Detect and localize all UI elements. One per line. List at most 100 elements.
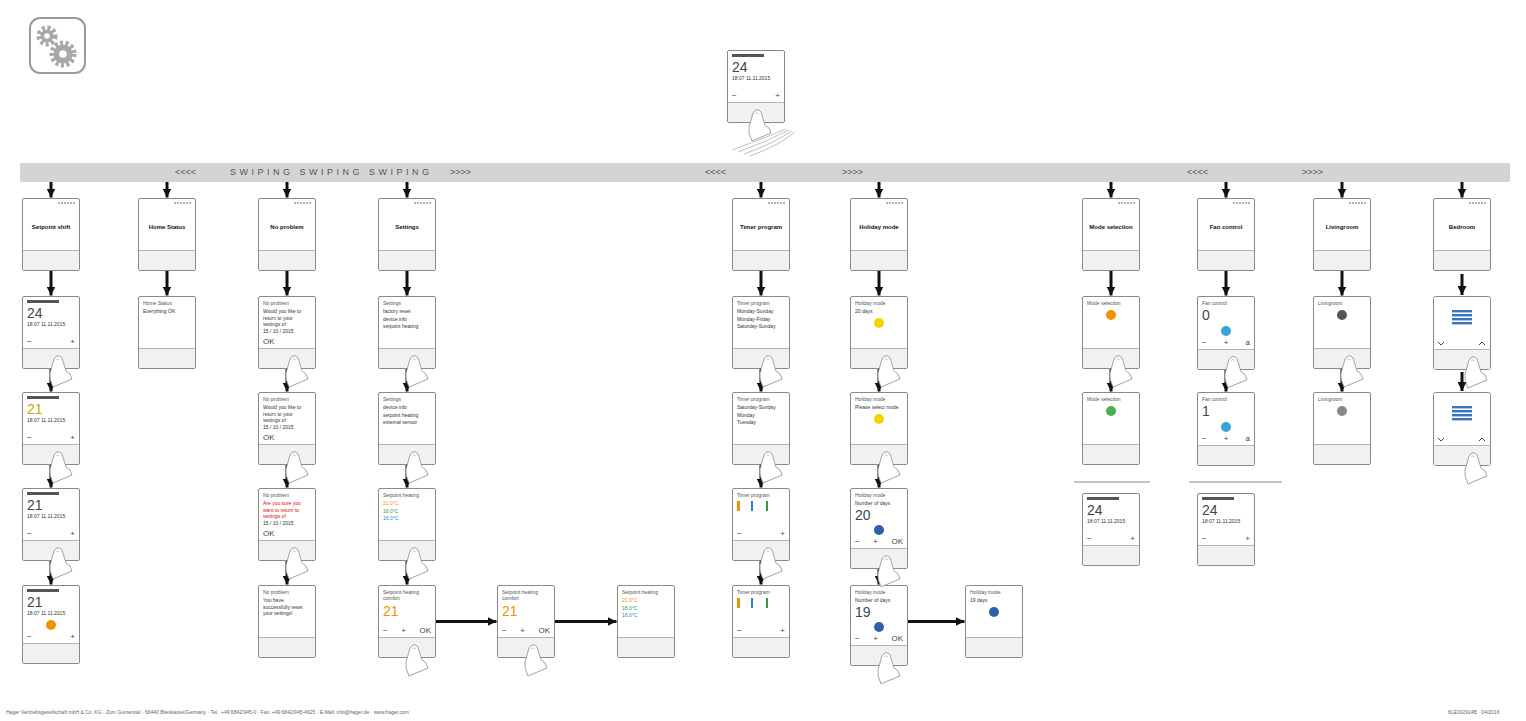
page-dot	[414, 202, 416, 204]
screen-text: external sensor	[383, 419, 431, 425]
band-text: >>>>	[842, 167, 863, 178]
page-dot	[898, 202, 900, 204]
blind-slat	[1452, 310, 1472, 312]
device-buttons	[733, 638, 789, 657]
screen-text: Holiday mode	[970, 589, 1018, 595]
screen-body: Settings	[383, 207, 431, 248]
control-label: OK	[419, 627, 431, 635]
finger-outline	[1225, 356, 1247, 387]
finger-nail	[412, 455, 416, 456]
control-row: −+	[737, 626, 785, 635]
control-label: −	[1202, 339, 1207, 347]
device-buttons	[851, 349, 907, 368]
screen-text: No problem	[263, 396, 311, 402]
finger-outline	[878, 653, 900, 684]
device-screen: Home StatusEverything OK	[138, 296, 196, 369]
screen-body: 2118:07 11.11.2015	[27, 402, 75, 433]
control-label: OK	[263, 338, 275, 346]
screen-body: 2418:07 11.11.2015	[1087, 503, 1135, 534]
finger-outline	[760, 452, 782, 483]
band-text: >>>>	[450, 167, 471, 178]
screen-text: device info	[383, 316, 431, 322]
control-label: −	[1202, 435, 1207, 443]
finger	[1225, 356, 1247, 387]
finger-nail	[56, 551, 60, 552]
screen-body: Holiday mode19 days	[970, 589, 1018, 635]
mode-icon	[874, 622, 884, 632]
page-dots	[263, 202, 311, 205]
finger-outline	[406, 645, 428, 676]
screen-text: 18:07 11.11.2015	[27, 321, 75, 327]
screen-text: 18:07 11.11.2015	[1087, 518, 1135, 524]
screen-text: Mode selection	[1087, 396, 1135, 402]
device-divider	[1433, 445, 1491, 446]
device-buttons	[259, 349, 315, 368]
flow-arrow	[1110, 369, 1113, 392]
flow-arrow	[50, 271, 53, 296]
mode-icon	[874, 414, 884, 424]
screen-text: 24	[1087, 503, 1135, 518]
gear-hole	[44, 33, 50, 39]
screen: Home StatusEverything OK	[139, 297, 195, 349]
screen: Settingsfactory resetdevice infosetpoint…	[379, 297, 435, 349]
control-label: −	[855, 538, 860, 546]
screen-body: Home Status	[143, 207, 191, 248]
control-label: OK	[263, 434, 275, 442]
flow-arrow	[50, 182, 53, 198]
page-dot	[423, 202, 425, 204]
screen: Settings	[379, 199, 435, 251]
screen-body: Livingroom	[1318, 396, 1366, 442]
screen: Setpoint heating comfort21−+OK	[498, 586, 554, 638]
screen-text: 18.0°C	[622, 605, 670, 611]
device-buttons	[139, 251, 195, 270]
screen: Holiday modeNumber of days19−+OK	[851, 586, 907, 646]
screen-text: 21	[27, 402, 75, 417]
flow-arrow	[406, 271, 409, 296]
screen: No problemAre you sure you want to retur…	[259, 489, 315, 541]
screen-text: 18:07 11.11.2015	[732, 75, 780, 81]
screen-text: 16.0°C	[622, 612, 670, 618]
finger-outline	[286, 356, 308, 387]
flow-arrow	[50, 465, 53, 488]
mode-icon	[1221, 326, 1231, 336]
page-dot	[768, 202, 770, 204]
control-label: +	[1224, 339, 1229, 347]
screen-text: No problem	[263, 589, 311, 595]
finger-nail	[766, 455, 770, 456]
page-dot	[892, 202, 894, 204]
flow-arrow	[878, 465, 881, 488]
device-buttons	[1314, 445, 1370, 464]
screen-text: Saturday-Sunday	[737, 404, 785, 410]
screen-text: 21.0°C	[383, 500, 431, 506]
screen-text: 20	[855, 508, 903, 523]
screen-text: 19	[855, 605, 903, 620]
status-icons	[27, 396, 59, 399]
screen-body: Setpoint heating21.0°C18.0°C16.0°C	[383, 492, 431, 538]
screen-text: Holiday mode	[855, 396, 903, 402]
status-icons	[27, 492, 59, 495]
finger-nail	[755, 113, 759, 114]
page-dot	[309, 202, 311, 204]
flow-arrow	[1110, 271, 1113, 296]
device-screen: Livingroom	[1313, 296, 1371, 369]
finger-outline	[406, 452, 428, 483]
finger	[1465, 453, 1487, 484]
page-dot	[1236, 202, 1238, 204]
screen: Mode selection	[1083, 393, 1139, 445]
blind-slat	[1452, 322, 1472, 324]
device-screen: 2418:07 11.11.2015−+	[727, 50, 785, 123]
screen: Holiday modeNumber of days20−+OK	[851, 489, 907, 549]
device-screen: Holiday mode20 days	[850, 296, 908, 369]
device-screen: Timer program−+	[732, 488, 790, 561]
finger	[878, 556, 900, 587]
chevron-up	[1479, 438, 1485, 441]
flow-arrow	[760, 369, 763, 392]
gear-body	[41, 30, 54, 43]
screen-body: Setpoint heating21.0°C18.0°C16.0°C	[622, 589, 670, 635]
screen-body: No problemYou have successfully reset yo…	[263, 589, 311, 635]
control-row: −+OK	[502, 626, 550, 635]
page-dot	[780, 202, 782, 204]
device-buttons	[733, 349, 789, 368]
control-row: −+OK	[855, 537, 903, 546]
control-row: −+	[1202, 534, 1250, 543]
